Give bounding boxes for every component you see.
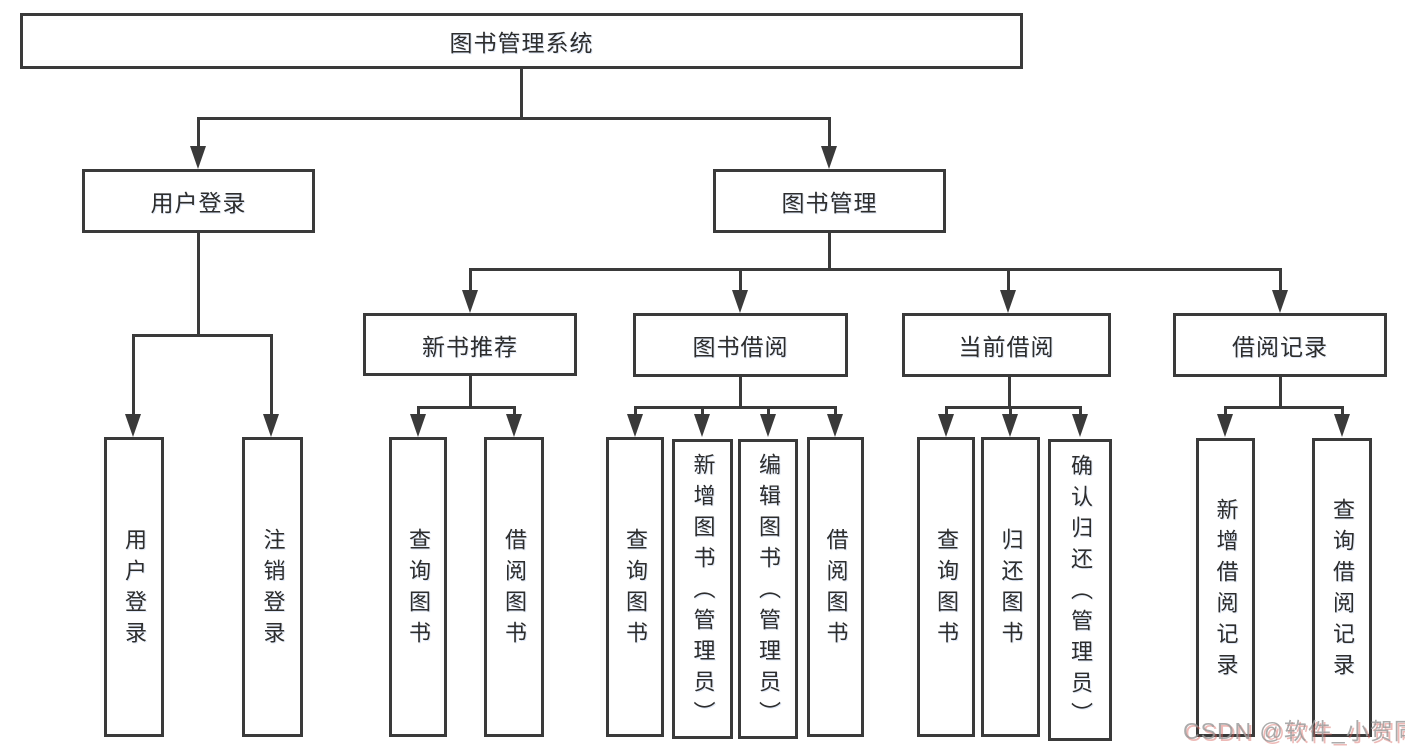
connector-new-book-stem (469, 376, 472, 408)
connector-drop (945, 406, 948, 416)
connector-drop-book-management (828, 117, 831, 147)
connector-drop (417, 406, 420, 416)
csdn-watermark: CSDN @软件_小贺同学 (1183, 718, 1405, 744)
arrow-down-icon (627, 414, 643, 437)
leaf-br-add-record: 新增借阅记录 (1196, 438, 1255, 737)
leaf-logout-login: 注销登录 (242, 437, 303, 737)
arrow-down-icon (827, 414, 843, 437)
connector-drop-current-borrow (1007, 268, 1010, 290)
node-library-management-system: 图书管理系统 (20, 13, 1023, 69)
connector-drop-user-login (197, 117, 200, 147)
connector-drop (513, 406, 516, 416)
arrow-down-icon (760, 414, 776, 437)
connector-root-stem (520, 69, 523, 118)
connector-new-book-rail (417, 406, 516, 409)
arrow-down-icon (263, 414, 279, 437)
arrow-down-icon (506, 414, 522, 437)
connector-drop (1079, 406, 1082, 416)
connector-drop-book-borrow (739, 268, 742, 290)
leaf-cb-query-books: 查询图书 (917, 437, 975, 737)
connector-drop (701, 406, 704, 416)
connector-book-borrow-rail (634, 406, 836, 409)
connector-book-management-stem (828, 233, 831, 270)
node-book-management: 图书管理 (713, 169, 946, 233)
leaf-bb-borrow-books: 借阅图书 (807, 437, 864, 737)
connector-drop (1224, 406, 1227, 416)
arrow-down-icon (1002, 414, 1018, 437)
arrow-down-icon (125, 414, 141, 437)
arrow-down-icon (1000, 290, 1016, 313)
arrow-down-icon (938, 414, 954, 437)
connector-borrow-records-rail (1224, 406, 1343, 409)
arrow-down-icon (694, 414, 710, 437)
arrow-down-icon (1072, 414, 1088, 437)
connector-drop-leaf-user-login (132, 334, 135, 414)
connector-drop-borrow-records (1279, 268, 1282, 290)
connector-book-management-rail (469, 268, 1282, 271)
node-current-borrow: 当前借阅 (902, 313, 1111, 377)
leaf-bb-edit-books-admin: 编辑图书（管理员） (738, 439, 798, 739)
connector-book-borrow-stem (739, 377, 742, 408)
leaf-cb-return-books: 归还图书 (981, 437, 1040, 737)
connector-current-borrow-rail (945, 406, 1081, 409)
connector-borrow-records-stem (1279, 377, 1282, 408)
connector-drop-leaf-logout (270, 334, 273, 414)
connector-drop (834, 406, 837, 416)
connector-root-rail (197, 117, 831, 120)
leaf-nb-query-books: 查询图书 (389, 437, 447, 737)
arrow-down-icon (732, 290, 748, 313)
arrow-down-icon (1334, 414, 1350, 437)
connector-drop (767, 406, 770, 416)
leaf-cb-confirm-return-admin: 确认归还（管理员） (1048, 439, 1112, 741)
node-borrow-records: 借阅记录 (1173, 313, 1387, 377)
connector-user-login-stem (197, 233, 200, 336)
connector-drop-new-book (469, 268, 472, 290)
arrow-down-icon (190, 146, 206, 169)
leaf-br-query-record: 查询借阅记录 (1312, 438, 1372, 737)
leaf-user-login: 用户登录 (104, 437, 164, 737)
arrow-down-icon (410, 414, 426, 437)
connector-drop (1009, 406, 1012, 416)
connector-drop (634, 406, 637, 416)
node-user-login: 用户登录 (82, 169, 315, 233)
arrow-down-icon (1217, 414, 1233, 437)
leaf-nb-borrow-books: 借阅图书 (484, 437, 544, 737)
leaf-bb-add-books-admin: 新增图书（管理员） (672, 439, 733, 739)
connector-current-borrow-stem (1008, 377, 1011, 408)
connector-drop (1341, 406, 1344, 416)
arrow-down-icon (1272, 290, 1288, 313)
arrow-down-icon (462, 290, 478, 313)
node-book-borrow: 图书借阅 (633, 313, 848, 377)
connector-user-login-rail (132, 334, 273, 337)
arrow-down-icon (821, 146, 837, 169)
node-new-book-recommend: 新书推荐 (363, 313, 577, 376)
leaf-bb-query-books: 查询图书 (606, 437, 664, 737)
